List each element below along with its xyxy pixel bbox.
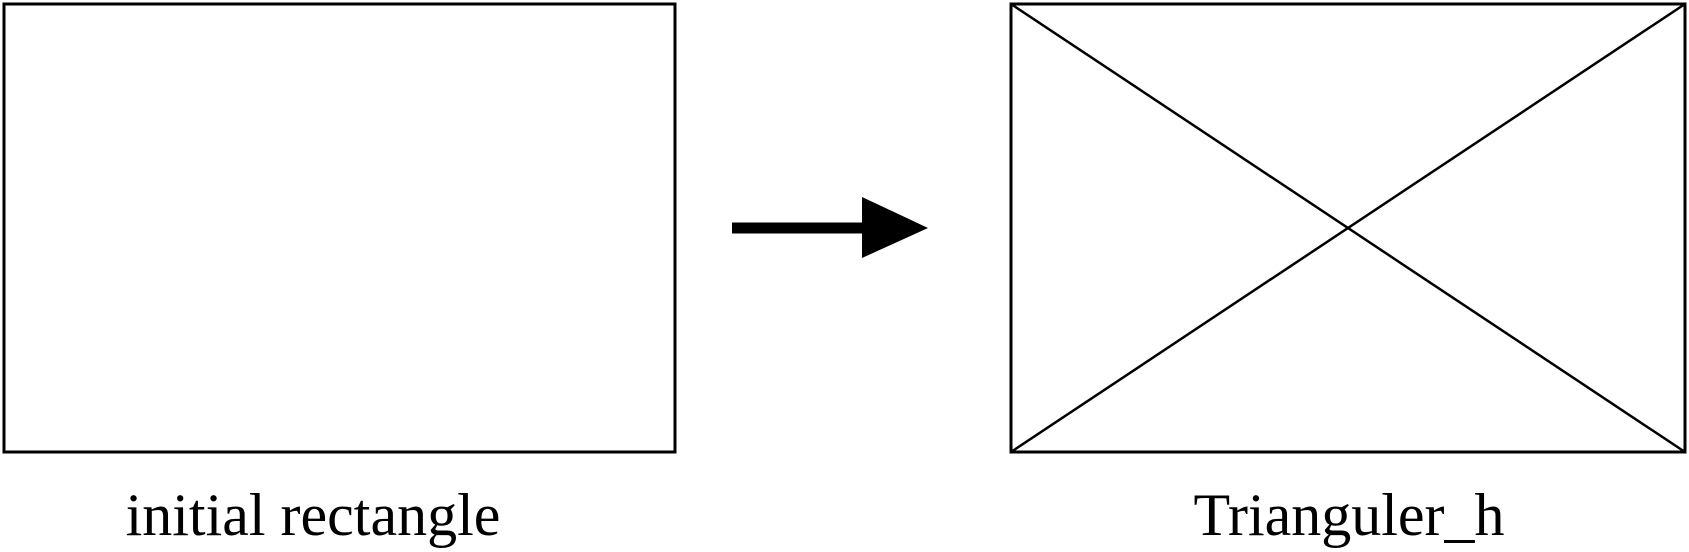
triangulated-rectangle xyxy=(1009,2,1687,454)
trianguler-h-label: Trianguler_h xyxy=(1193,482,1505,548)
initial-rectangle xyxy=(2,2,677,454)
triangulated-rectangle-border xyxy=(1009,2,1687,454)
transform-arrow-icon xyxy=(732,197,928,258)
initial-rectangle-label: initial rectangle xyxy=(125,482,501,548)
diagonal-line-bottom-left-to-top-right xyxy=(1010,2,1686,454)
arrow-head xyxy=(862,197,928,258)
